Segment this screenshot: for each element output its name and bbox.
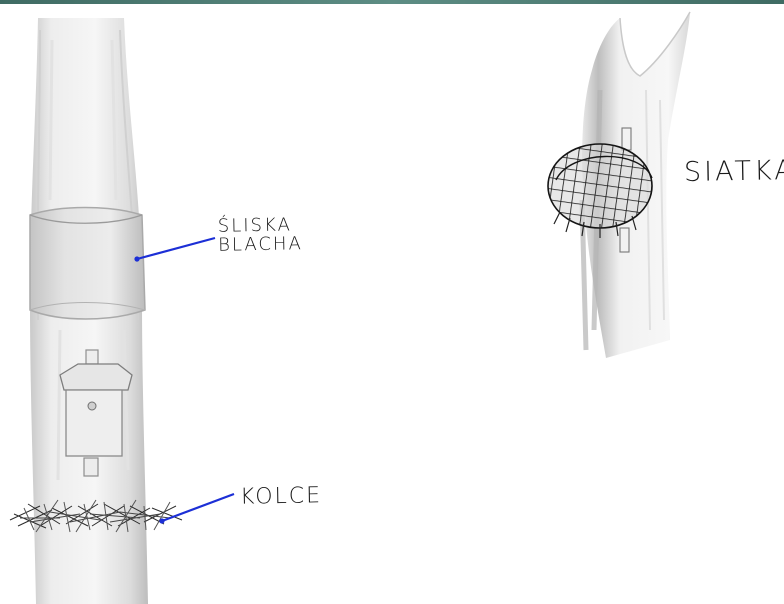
slippery-sheet-band <box>30 208 145 320</box>
sliska-blacha-pointer-dot <box>134 256 139 261</box>
label-sliska-blacha: ŚLISKA BLACHA <box>218 216 303 255</box>
label-blacha-line: BLACHA <box>218 235 303 255</box>
left-tree <box>10 18 182 604</box>
sliska-blacha-pointer <box>137 238 215 259</box>
label-siatka: SIATKA <box>684 157 784 187</box>
kolce-pointer-dot <box>159 518 164 523</box>
label-kolce: KOLCE <box>240 484 322 509</box>
